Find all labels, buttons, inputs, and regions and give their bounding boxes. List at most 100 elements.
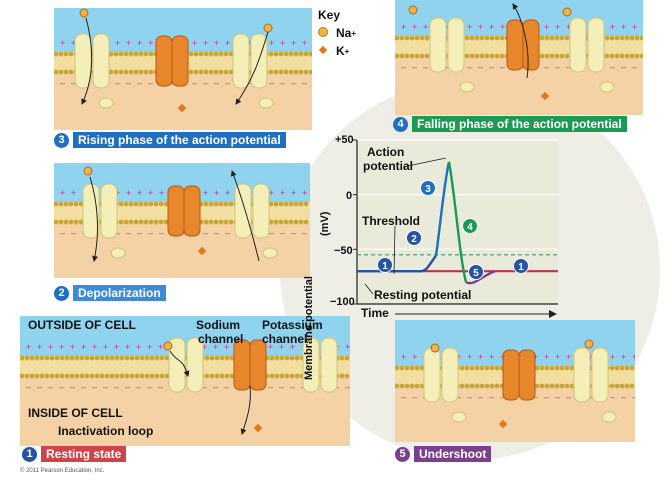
sodium-channel — [573, 347, 617, 423]
negative-charge-icon: – — [26, 382, 31, 392]
negative-charge-icon: – — [632, 62, 637, 72]
sodium-channel — [569, 17, 615, 93]
stage-marker-label: 4 — [467, 222, 473, 233]
resting-potential-label: Resting potential — [374, 288, 472, 302]
positive-charge-icon: + — [467, 22, 472, 32]
key-na-sup: + — [351, 28, 357, 38]
positive-charge-icon: + — [225, 188, 230, 198]
negative-charge-icon: – — [478, 392, 483, 402]
negative-charge-icon: – — [412, 62, 417, 72]
negative-charge-icon: – — [478, 62, 483, 72]
negative-charge-icon: – — [125, 382, 130, 392]
potassium-channel-label-2: channel — [262, 332, 308, 346]
inactivation-gate — [451, 411, 467, 423]
potassium-channel — [502, 349, 536, 401]
positive-charge-icon: + — [268, 342, 273, 352]
negative-charge-icon: – — [610, 62, 615, 72]
positive-charge-icon: + — [114, 342, 119, 352]
falling-phase-text: Falling phase of the action potential — [412, 116, 627, 132]
positive-charge-icon: + — [478, 22, 483, 32]
ion-flow-arrow — [169, 350, 190, 377]
positive-charge-icon: + — [302, 188, 307, 198]
sodium-ion-icon — [318, 26, 332, 40]
ion-flow-arrow — [240, 385, 251, 435]
negative-charge-icon: – — [159, 228, 164, 238]
negative-charge-icon: – — [37, 382, 42, 392]
negative-charge-icon: – — [280, 78, 285, 88]
negative-charge-icon: – — [115, 78, 120, 88]
positive-charge-icon: + — [115, 38, 120, 48]
negative-charge-icon: – — [214, 78, 219, 88]
copyright-text: © 2011 Pearson Education, Inc. — [20, 468, 105, 474]
y-tick-plus50: +50 — [335, 134, 354, 146]
negative-charge-icon: – — [544, 392, 549, 402]
positive-charge-icon: + — [632, 22, 637, 32]
positive-charge-icon: + — [544, 352, 549, 362]
rising-phase-text: Rising phase of the action potential — [73, 132, 286, 148]
negative-charge-icon: – — [59, 382, 64, 392]
positive-charge-icon: + — [302, 38, 307, 48]
stage-marker: 1 — [513, 258, 529, 274]
potassium-ion-icon — [253, 423, 263, 433]
negative-charge-icon: – — [610, 392, 615, 402]
negative-charge-icon: – — [302, 228, 307, 238]
inactivation-gate — [599, 81, 615, 93]
positive-charge-icon: + — [60, 38, 65, 48]
negative-charge-icon: – — [268, 382, 273, 392]
negative-charge-icon: – — [137, 228, 142, 238]
positive-charge-icon: + — [478, 352, 483, 362]
potassium-ion-icon — [197, 246, 207, 256]
positive-charge-icon: + — [555, 22, 560, 32]
depolarization-segment — [357, 255, 437, 273]
undershoot-text: Undershoot — [414, 446, 492, 462]
panel-rising-phase: +–+–+–+–+–+–+–+–+–+–+–+–+–+–+–+–+–+–+–+–… — [54, 8, 312, 130]
threshold-label: Threshold — [362, 214, 421, 228]
positive-charge-icon: + — [203, 38, 208, 48]
ion-flow-arrow — [512, 3, 529, 79]
negative-charge-icon: – — [114, 382, 119, 392]
positive-charge-icon: + — [37, 342, 42, 352]
positive-charge-icon: + — [137, 38, 142, 48]
panel-depolarization: +–+–+–+–+–+–+–+–+–+–+–+–+–+–+–+–+–+–+–+–… — [54, 163, 310, 278]
positive-charge-icon: + — [81, 342, 86, 352]
inside-of-cell-label: INSIDE OF CELL — [28, 406, 123, 420]
negative-charge-icon: – — [489, 62, 494, 72]
negative-charge-icon: – — [213, 382, 218, 392]
negative-charge-icon: – — [71, 228, 76, 238]
sodium-ion-icon — [79, 8, 89, 18]
negative-charge-icon: – — [60, 78, 65, 88]
negative-charge-icon: – — [467, 62, 472, 72]
inactivation-gate — [262, 247, 278, 259]
ion-flow-arrow — [81, 17, 93, 105]
negative-charge-icon: – — [203, 228, 208, 238]
positive-charge-icon: + — [214, 38, 219, 48]
positive-charge-icon: + — [126, 188, 131, 198]
negative-charge-icon: – — [60, 228, 65, 238]
negative-charge-icon: – — [148, 228, 153, 238]
stage-marker-label: 3 — [425, 184, 431, 195]
y-tick-0: 0 — [346, 190, 353, 202]
negative-charge-icon: – — [81, 382, 86, 392]
stage-marker-label: 5 — [473, 268, 479, 279]
step-1-marker: 1 — [22, 447, 37, 463]
action-potential-label-1: Action — [367, 145, 405, 159]
negative-charge-icon: – — [48, 382, 53, 392]
positive-charge-icon: + — [566, 22, 571, 32]
negative-charge-icon: – — [192, 78, 197, 88]
potassium-channel — [233, 339, 267, 391]
potassium-ion-icon — [318, 44, 332, 58]
positive-charge-icon: + — [280, 38, 285, 48]
positive-charge-icon: + — [48, 342, 53, 352]
positive-charge-icon: + — [202, 342, 207, 352]
negative-charge-icon: – — [291, 228, 296, 238]
inactivation-gate — [258, 97, 274, 109]
negative-charge-icon: – — [279, 382, 284, 392]
time-axis-label: Time — [361, 306, 389, 320]
positive-charge-icon: + — [279, 342, 284, 352]
positive-charge-icon: + — [610, 22, 615, 32]
positive-charge-icon: + — [26, 342, 31, 352]
positive-charge-icon: + — [544, 22, 549, 32]
positive-charge-icon: + — [269, 188, 274, 198]
